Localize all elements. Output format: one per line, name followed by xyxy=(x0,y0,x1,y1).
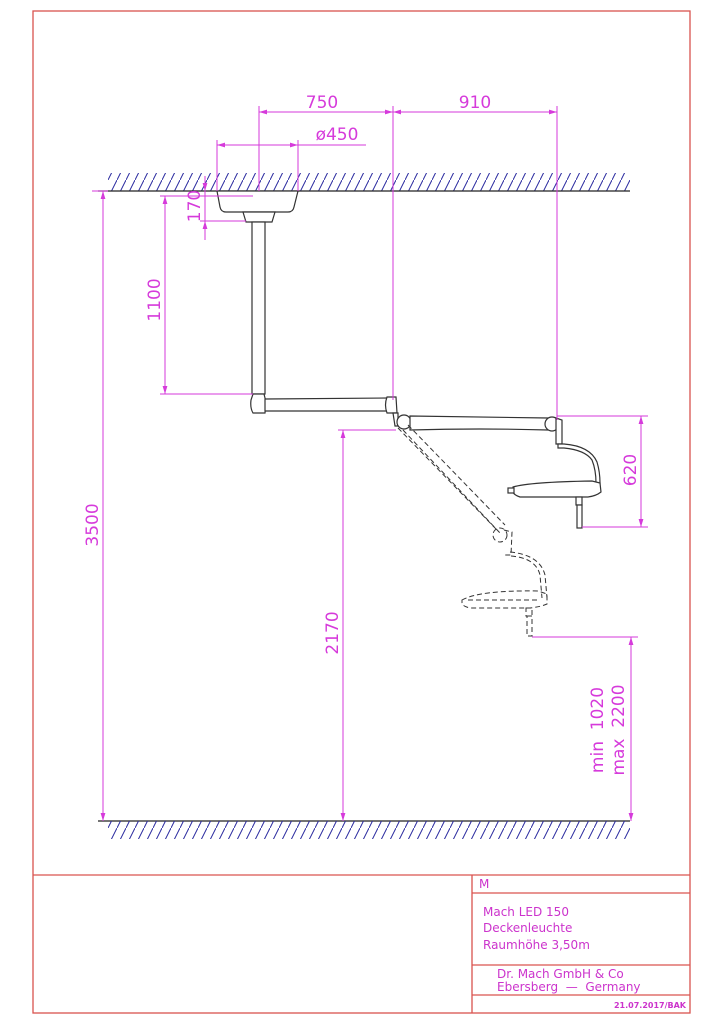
dim-label-1100: 1100 xyxy=(145,278,165,321)
title-block-room-height: Raumhöhe 3,50m xyxy=(483,938,590,952)
title-block-location: Ebersberg — Germany xyxy=(497,980,641,994)
dim-label-910: 910 xyxy=(459,93,491,113)
dim-label-diameter-450: ø450 xyxy=(316,125,359,145)
extension-arm xyxy=(250,393,399,427)
light-head-lower-dashed xyxy=(397,424,548,637)
title-block-code: M xyxy=(479,877,489,891)
dim-label-2170: 2170 xyxy=(323,611,343,654)
ceiling-hatch xyxy=(98,173,630,192)
spring-arm xyxy=(396,414,563,445)
dim-label-750: 750 xyxy=(306,93,338,113)
floor-hatch xyxy=(98,820,630,839)
dim-label-620: 620 xyxy=(621,454,641,486)
title-block-company: Dr. Mach GmbH & Co xyxy=(497,967,624,981)
title-block-product: Mach LED 150 xyxy=(483,905,569,919)
dimension-lines xyxy=(92,106,648,821)
title-block-date-author: 21.07.2017/BAK xyxy=(614,1001,687,1010)
title-block-type: Deckenleuchte xyxy=(483,921,572,935)
light-head-upper xyxy=(507,443,602,529)
dim-label-max: max 2200 xyxy=(609,684,629,775)
dim-label-170: 170 xyxy=(185,190,205,222)
dim-label-min: min 1020 xyxy=(588,687,608,773)
dim-label-3500: 3500 xyxy=(83,503,103,546)
suspension-column xyxy=(251,221,266,395)
drawing-frame xyxy=(32,10,691,1014)
